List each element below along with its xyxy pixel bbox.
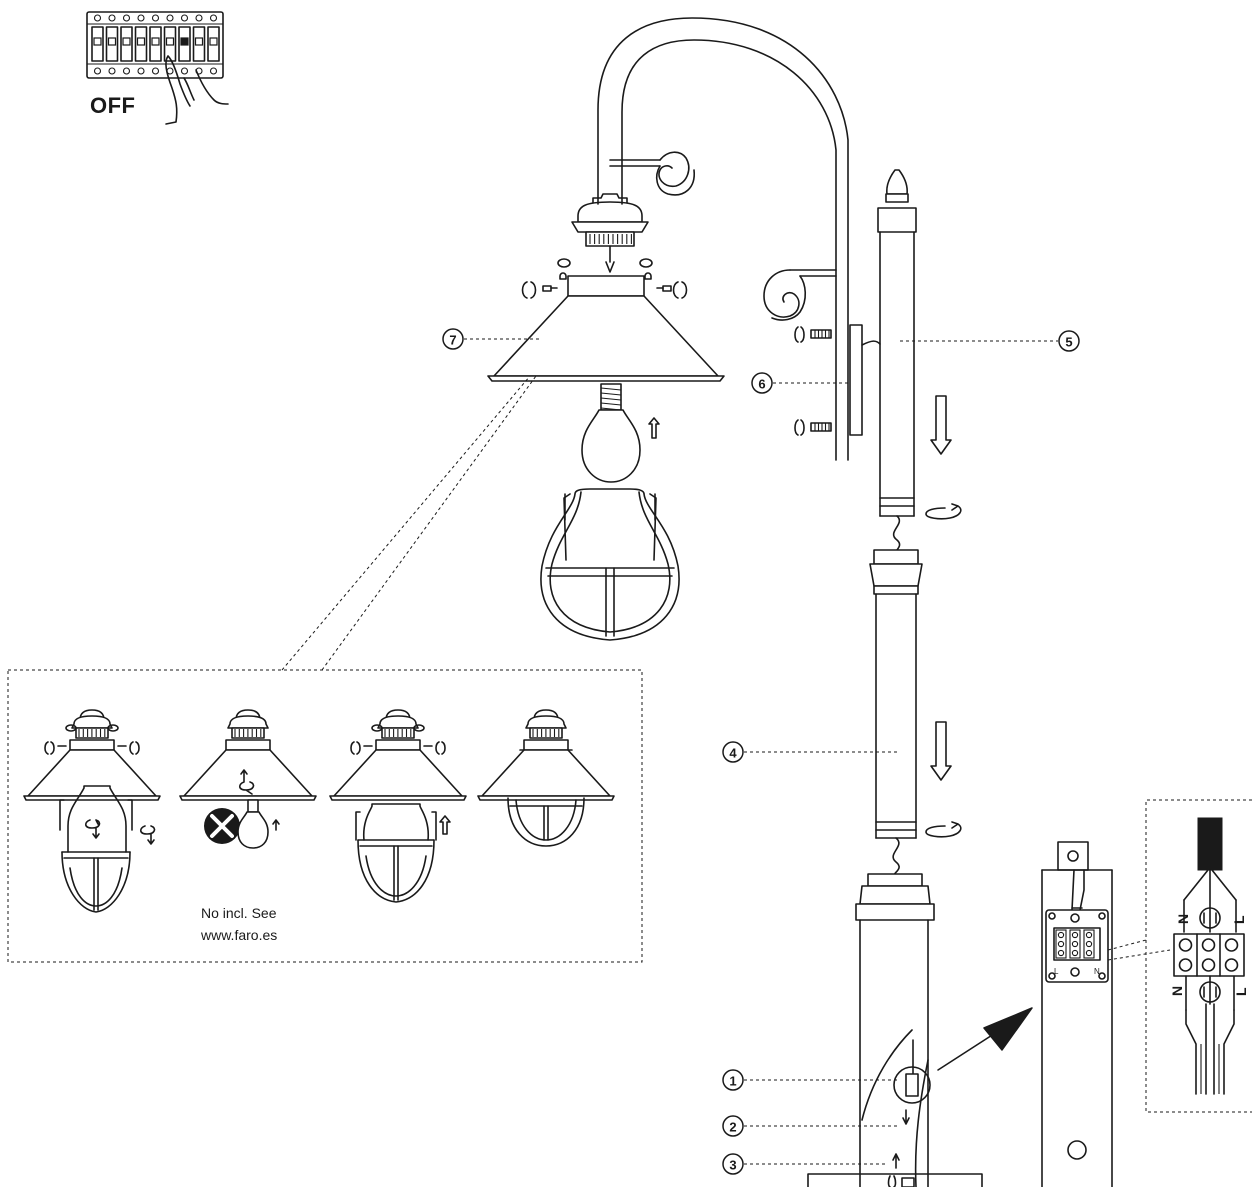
step-lamp-head — [23, 709, 161, 801]
callout-6: 6 — [751, 372, 848, 394]
bulb-note-line1: No incl. See — [201, 905, 277, 921]
part-6-label: 6 — [758, 377, 765, 392]
step-lamp-head — [329, 709, 467, 801]
part-3-label: 3 — [729, 1158, 736, 1173]
off-label: OFF — [90, 93, 136, 118]
assembly-steps: No incl. See www.faro.es — [7, 375, 643, 963]
part-7-label: 7 — [449, 333, 456, 348]
pole-top-section — [877, 169, 917, 561]
base-plate-detail: L N — [1041, 841, 1113, 1188]
callout-1: 1 — [722, 1069, 900, 1091]
callout-5: 5 — [900, 330, 1080, 352]
callout-3: 3 — [722, 1153, 886, 1175]
zoom-arrow — [937, 1007, 1033, 1071]
callout-2: 2 — [722, 1115, 900, 1137]
up-arrow-icon — [648, 417, 660, 439]
rotate-arrow-icon — [84, 819, 156, 845]
protective-cage — [540, 488, 680, 641]
rotate-arrow-icon — [925, 821, 962, 838]
ground-symbol-icon — [1199, 907, 1221, 933]
small-live-label: L — [1054, 967, 1059, 976]
up-arrow-icon — [439, 815, 451, 835]
part-4-label: 4 — [729, 746, 737, 761]
circuit-breaker-icon — [86, 11, 224, 79]
ground-symbol-icon — [1199, 975, 1221, 1005]
hand-icon — [165, 55, 229, 125]
rotate-arrow-icon — [238, 769, 255, 795]
down-arrow-icon — [930, 721, 952, 781]
no-bulb-icon — [204, 799, 280, 849]
pole-middle-section — [869, 549, 923, 879]
step4-cage — [507, 797, 585, 847]
neutral-top-label: N — [1175, 914, 1191, 924]
step-lamp-head — [477, 709, 615, 801]
down-arrow-icon — [930, 395, 952, 455]
callout-7: 7 — [442, 328, 540, 350]
screw-icon — [521, 281, 688, 299]
neutral-bottom-label: N — [1169, 986, 1185, 996]
step-lamp-head — [179, 709, 317, 801]
part-5-label: 5 — [1065, 335, 1072, 350]
step3-cage — [355, 803, 437, 903]
part-2-label: 2 — [729, 1120, 736, 1135]
live-top-label: L — [1231, 915, 1247, 924]
callout-4: 4 — [722, 741, 900, 763]
part-1-label: 1 — [729, 1074, 736, 1089]
curved-arm — [597, 17, 881, 461]
rotate-arrow-icon — [925, 503, 962, 520]
light-bulb — [581, 383, 641, 483]
wiring-detail: N L N L — [1107, 799, 1252, 1113]
small-neutral-label: N — [1094, 967, 1100, 976]
lamp-head — [487, 193, 725, 382]
pole-base-section — [807, 873, 983, 1188]
bulb-note-line2: www.faro.es — [200, 927, 277, 943]
screw-icon — [794, 326, 832, 436]
step1-cage — [59, 785, 133, 913]
live-bottom-label: L — [1233, 987, 1249, 996]
